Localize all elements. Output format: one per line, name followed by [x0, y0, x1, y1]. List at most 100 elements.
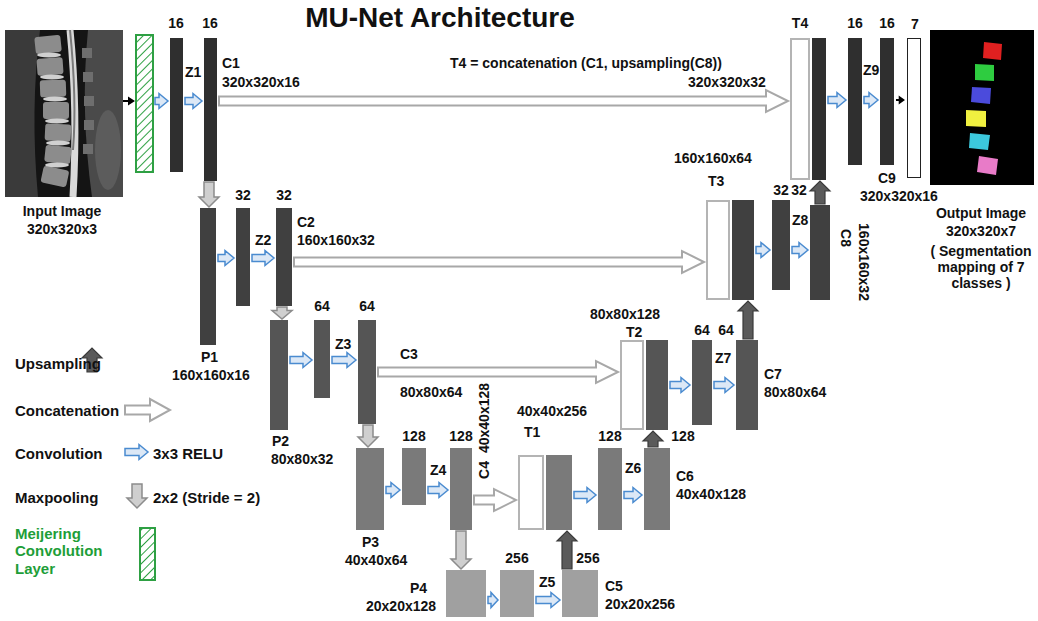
channel-count: 256 [505, 550, 528, 566]
class-mask [966, 110, 986, 127]
mri-spinous-process [83, 144, 93, 154]
mri-vertebra [34, 35, 62, 55]
block-name: Z4 [430, 462, 446, 478]
mri-disc [46, 141, 70, 146]
segmentation-output [930, 30, 1034, 185]
block-name: Z7 [715, 350, 731, 366]
mri-vertebra [40, 165, 69, 187]
block-name: Z5 [539, 574, 555, 590]
feature-map: P1160x160x16 [200, 208, 216, 345]
layer-name: P1 [201, 349, 218, 365]
class-mask [977, 156, 998, 175]
channel-count: 32 [791, 182, 807, 198]
tensor-size: 320x320x32 [688, 74, 766, 90]
concatenation-arrow [378, 361, 618, 383]
block-name: Z8 [792, 212, 808, 228]
convolution-arrow [792, 243, 808, 258]
mri-spinous-process [84, 120, 94, 130]
mri-disc [40, 75, 64, 80]
maxpool-arrow [272, 307, 292, 319]
feature-map: 32C8160x160x32 [810, 205, 830, 300]
convolution-arrow [185, 94, 202, 109]
legend-concatenation-sample [125, 399, 170, 421]
feature-map: 16C9320x320x16 [880, 38, 894, 165]
channel-count: 128 [449, 428, 472, 444]
convolution-arrow [218, 251, 234, 266]
layer-name: P4 [410, 580, 427, 596]
legend-convolution-sample [125, 445, 148, 460]
convolution-arrow [624, 488, 642, 503]
maxpool-arrow [199, 182, 219, 207]
upsampling-arrow [643, 431, 663, 447]
tensor-size: 40x40x128 [476, 383, 492, 453]
legend-label: Meijering Convolution Layer [15, 525, 115, 577]
mri-vertebra [40, 80, 67, 98]
legend-label: Convolution [15, 445, 102, 462]
image-panel: Output Image320x320x7( Segmentation mapp… [930, 30, 1034, 185]
feature-map: 16 [848, 38, 862, 165]
convolution-arrow [332, 353, 356, 368]
feature-map: 32 [772, 200, 790, 290]
tensor-size: 320x320x16 [860, 188, 938, 204]
tensor-size: 80x80x64 [400, 384, 462, 400]
tensor-size: 160x160x16 [172, 367, 250, 383]
channel-count: 32 [773, 182, 789, 198]
feature-map: 64 [314, 320, 330, 398]
channel-count: 16 [847, 15, 863, 31]
image-caption: 320x320x3 [27, 221, 97, 237]
convolution-arrow [864, 93, 878, 108]
feature-map: P280x80x32 [270, 320, 288, 430]
convolution-arrow [428, 483, 448, 498]
mri-illustration [5, 30, 123, 197]
layer-name: C8 [838, 229, 854, 247]
feature-map: 128 [402, 448, 426, 505]
input-arrow [123, 97, 135, 106]
block-name: Z9 [863, 62, 879, 78]
skip-part [706, 200, 730, 300]
legend-label: Concatenation [15, 402, 119, 419]
feature-map: 64 [692, 340, 712, 425]
mri-abdomen [5, 30, 40, 197]
convolution-arrow [670, 378, 690, 393]
layer-name: C6 [676, 468, 694, 484]
feature-map: 32 [236, 208, 250, 306]
tensor-size: 320x320x16 [222, 74, 300, 90]
image-caption: Output Image [936, 205, 1026, 221]
maxpool-arrow [451, 531, 471, 569]
feature-map: 128C440x40x128 [450, 448, 472, 530]
channel-count: 16 [168, 15, 184, 31]
convolution-arrow [714, 378, 734, 393]
convolution-arrow [488, 593, 498, 608]
channel-count: 16 [879, 15, 895, 31]
skip-part [620, 340, 644, 430]
tensor-size: 40x40x64 [345, 552, 407, 568]
mri-spinous-process [83, 72, 93, 82]
image-caption: Input Image [23, 203, 102, 219]
mri-vertebra [43, 102, 69, 119]
image-panel: Input Image320x320x3 [5, 30, 123, 197]
layer-name: T4 [792, 15, 808, 31]
tensor-size: 160x160x32 [297, 232, 375, 248]
legend-label: Maxpooling [15, 489, 98, 506]
skip-part [790, 38, 810, 180]
concat-block: 80x80x128T2 [620, 340, 668, 430]
upsampling-arrow [738, 301, 758, 339]
mri-background [5, 30, 123, 197]
concatenation-arrow [219, 90, 788, 112]
mri-vertebra [44, 145, 72, 165]
tensor-size: 40x40x128 [676, 486, 746, 502]
tensor-size: 20x20x256 [605, 596, 675, 612]
channel-count: 64 [359, 298, 375, 314]
convolution-arrow [574, 488, 596, 503]
class-mask [983, 42, 1002, 60]
layer-name: T1 [524, 424, 540, 440]
layer-name: C4 [476, 461, 492, 479]
upsampling-arrow [557, 531, 577, 569]
feature-map: P340x40x64 [356, 448, 384, 530]
layer-name: C2 [297, 214, 315, 230]
layer-name: C7 [764, 366, 782, 382]
layer-name: C3 [400, 346, 418, 362]
channel-count: 64 [314, 298, 330, 314]
channel-count: 64 [718, 322, 734, 338]
block-name: Z2 [255, 232, 271, 248]
